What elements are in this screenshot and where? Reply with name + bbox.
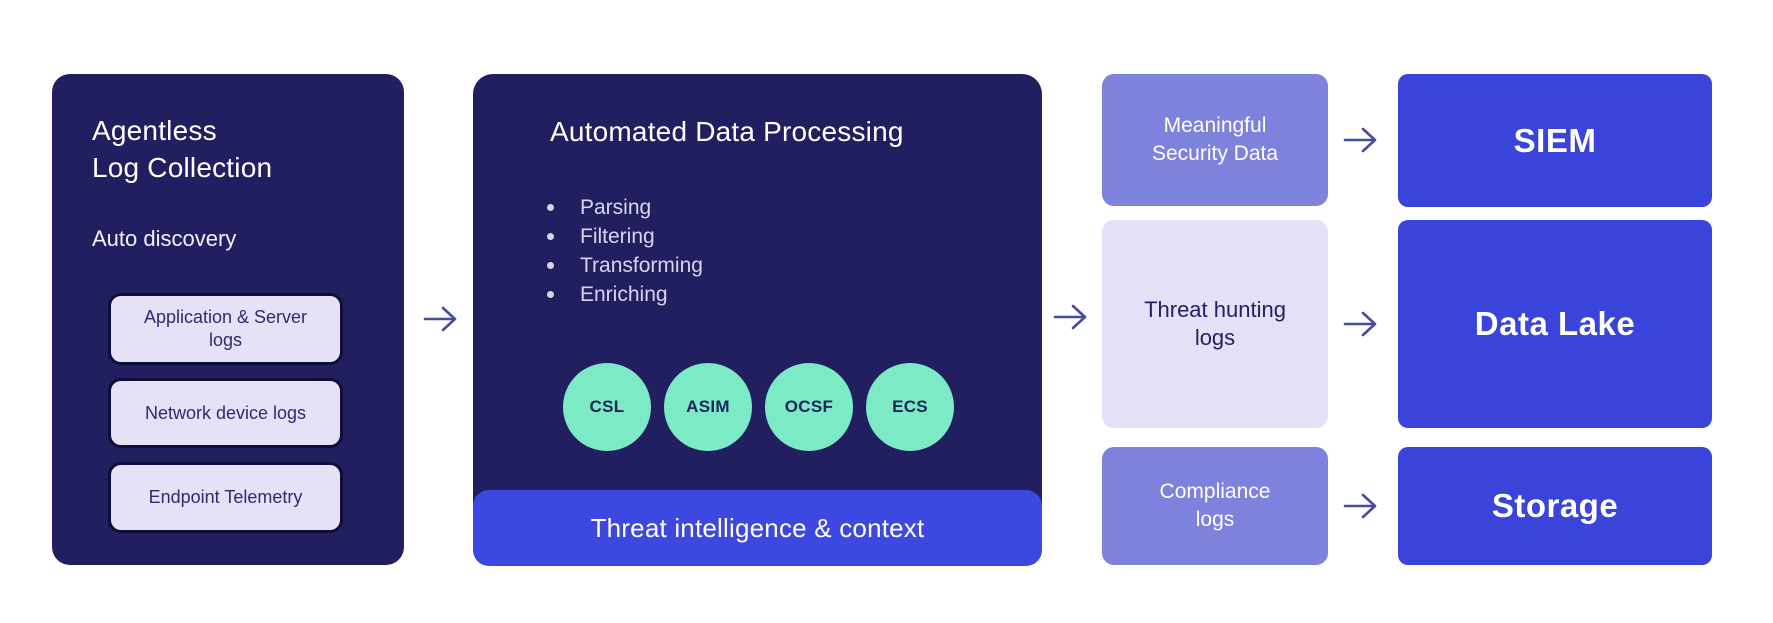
- right-arrow-icon: [423, 305, 457, 333]
- schema-badge-ocsf: OCSF: [765, 363, 853, 451]
- right-arrow-icon: [1343, 492, 1377, 520]
- processing-step-label: Enriching: [580, 283, 668, 306]
- schema-badge-ecs: ECS: [866, 363, 954, 451]
- processing-panel-title: Automated Data Processing: [550, 116, 904, 147]
- threat-intelligence-banner: Threat intelligence & context: [473, 490, 1042, 566]
- output-box-threat-hunting-logs: Threat hunting logs: [1102, 220, 1328, 428]
- right-arrow-icon: [1343, 310, 1377, 338]
- agentless-log-collection-panel: Agentless Log Collection Auto discovery …: [52, 74, 404, 565]
- processing-step: Parsing: [547, 193, 703, 222]
- processing-step-label: Transforming: [580, 254, 703, 277]
- processing-step: Filtering: [547, 222, 703, 251]
- source-box-endpoint-telemetry: Endpoint Telemetry: [108, 462, 343, 533]
- automated-data-processing-panel: Automated Data Processing Parsing Filter…: [473, 74, 1042, 566]
- output-box-meaningful-security-data: Meaningful Security Data: [1102, 74, 1328, 206]
- destination-box-siem: SIEM: [1398, 74, 1712, 207]
- right-arrow-icon: [1343, 126, 1377, 154]
- processing-step: Transforming: [547, 251, 703, 280]
- left-panel-title: Agentless Log Collection: [92, 115, 273, 183]
- output-box-compliance-logs: Compliance logs: [1102, 447, 1328, 565]
- schema-badges-row: CSL ASIM OCSF ECS: [563, 363, 954, 451]
- processing-steps-list: Parsing Filtering Transforming Enriching: [547, 193, 703, 309]
- processing-step: Enriching: [547, 280, 703, 309]
- processing-step-label: Parsing: [580, 196, 652, 219]
- destination-box-storage: Storage: [1398, 447, 1712, 565]
- destination-box-data-lake: Data Lake: [1398, 220, 1712, 428]
- source-box-network-device-logs: Network device logs: [108, 378, 343, 448]
- right-arrow-icon: [1053, 303, 1087, 331]
- processing-step-label: Filtering: [580, 225, 655, 248]
- schema-badge-asim: ASIM: [664, 363, 752, 451]
- source-box-application-server-logs: Application & Server logs: [108, 293, 343, 365]
- auto-discovery-label: Auto discovery: [92, 226, 237, 251]
- schema-badge-csl: CSL: [563, 363, 651, 451]
